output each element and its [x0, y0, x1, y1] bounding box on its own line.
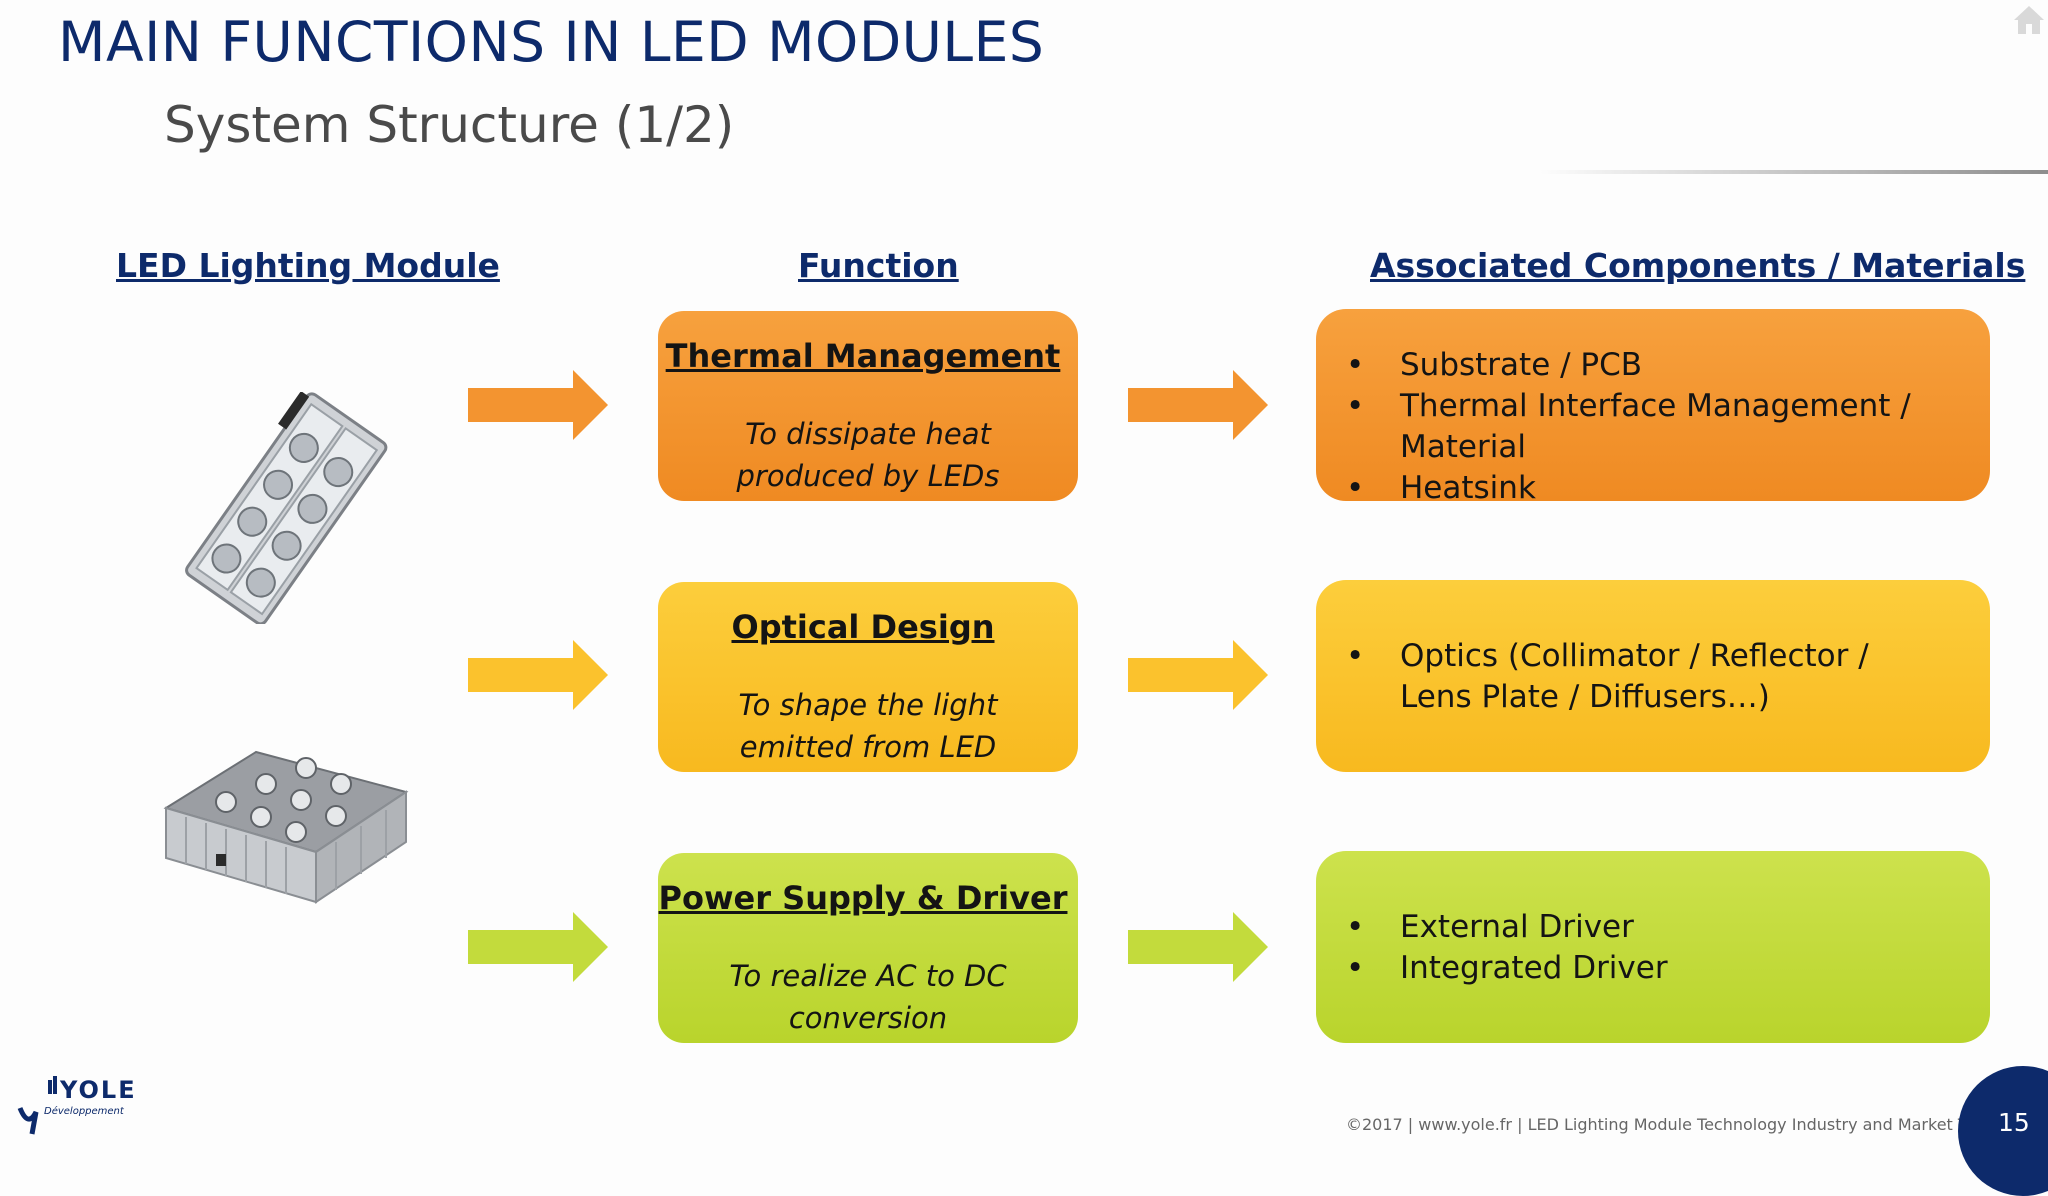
component-list: Optics (Collimator / Reflector / Lens Pl… [1336, 636, 1930, 718]
list-item: Integrated Driver [1336, 948, 1980, 989]
footer-copyright: ©2017 | www.yole.fr | LED Lighting Modul… [1346, 1115, 2011, 1134]
list-item: Substrate / PCB [1336, 345, 1980, 386]
arrow-right-icon [1128, 370, 1268, 440]
logo-text: YOLE [60, 1076, 137, 1104]
slide-subtitle: System Structure (1/2) [164, 96, 735, 154]
component-list: Substrate / PCB Thermal Interface Manage… [1336, 345, 1980, 509]
arrow-right-icon [468, 370, 608, 440]
column-header-module: LED Lighting Module [116, 246, 500, 285]
list-item: External Driver [1336, 907, 1980, 948]
function-description: To dissipate heat produced by LEDs [736, 417, 1000, 493]
column-header-components: Associated Components / Materials [1370, 246, 2026, 285]
arrow-right-icon [468, 640, 608, 710]
list-item: Optics (Collimator / Reflector / Lens Pl… [1336, 636, 1930, 718]
logo-subtext: Développement [44, 1106, 124, 1117]
column-header-function: Function [798, 246, 959, 285]
led-module-photo [185, 392, 388, 624]
arrow-right-icon [1128, 912, 1268, 982]
components-box-thermal: Substrate / PCB Thermal Interface Manage… [1316, 309, 1990, 509]
function-description: To shape the light emitted from LED [738, 688, 998, 764]
header-divider [1540, 170, 2048, 174]
function-box-thermal: Thermal Management To dissipate heat pro… [658, 311, 1078, 501]
function-box-optical: Optical Design To shape the light emitte… [658, 582, 1078, 772]
list-item: Heatsink [1336, 468, 1980, 509]
page-number: 15 [1998, 1108, 2030, 1137]
function-box-power: Power Supply & Driver To realize AC to D… [658, 853, 1078, 1043]
arrow-right-icon [1128, 640, 1268, 710]
components-box-power: External Driver Integrated Driver [1316, 851, 1990, 1043]
component-list: External Driver Integrated Driver [1336, 907, 1980, 989]
led-module-heatsink-photo [163, 750, 409, 904]
components-box-optical: Optics (Collimator / Reflector / Lens Pl… [1316, 580, 1990, 772]
function-title: Optical Design [731, 608, 995, 646]
function-description: To realize AC to DC conversion [729, 959, 1007, 1035]
function-title: Thermal Management [665, 337, 1061, 375]
list-item: Thermal Interface Management / Material [1336, 386, 1980, 468]
arrow-right-icon [468, 912, 608, 982]
home-icon[interactable] [2010, 0, 2048, 38]
yole-logo-mark [17, 1076, 57, 1135]
slide-title: MAIN FUNCTIONS IN LED MODULES [58, 10, 1045, 74]
function-title: Power Supply & Driver [658, 879, 1068, 917]
yole-logo: YOLE Développement [14, 1074, 154, 1144]
